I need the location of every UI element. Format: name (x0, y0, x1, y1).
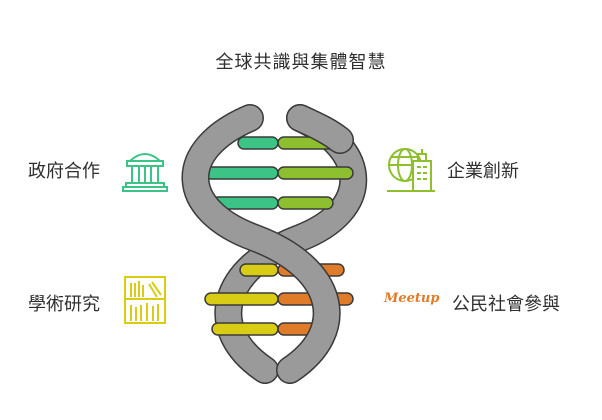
city-buildings-icon (387, 148, 435, 192)
bookshelf-icon (124, 276, 166, 324)
rung-bottom-1-left (239, 263, 279, 277)
label-enterprise-innovation: 企業創新 (447, 161, 519, 182)
rung-top-2-right (277, 166, 354, 180)
label-academic-research: 學術研究 (28, 294, 100, 315)
label-civic-participation: 公民社會參與 (452, 294, 560, 315)
rung-group-top (204, 136, 354, 210)
rung-bottom-2-left (204, 292, 279, 306)
diagram-title: 全球共識與集體智慧 (215, 52, 387, 73)
rung-top-1-left (237, 136, 279, 150)
rung-bottom-3-left (211, 322, 279, 336)
government-building-icon (122, 153, 168, 192)
rung-top-3-right (277, 196, 334, 210)
label-government-cooperation: 政府合作 (28, 161, 100, 182)
meetup-logo-icon: Meetup (384, 291, 440, 306)
rung-top-2-left (204, 166, 279, 180)
